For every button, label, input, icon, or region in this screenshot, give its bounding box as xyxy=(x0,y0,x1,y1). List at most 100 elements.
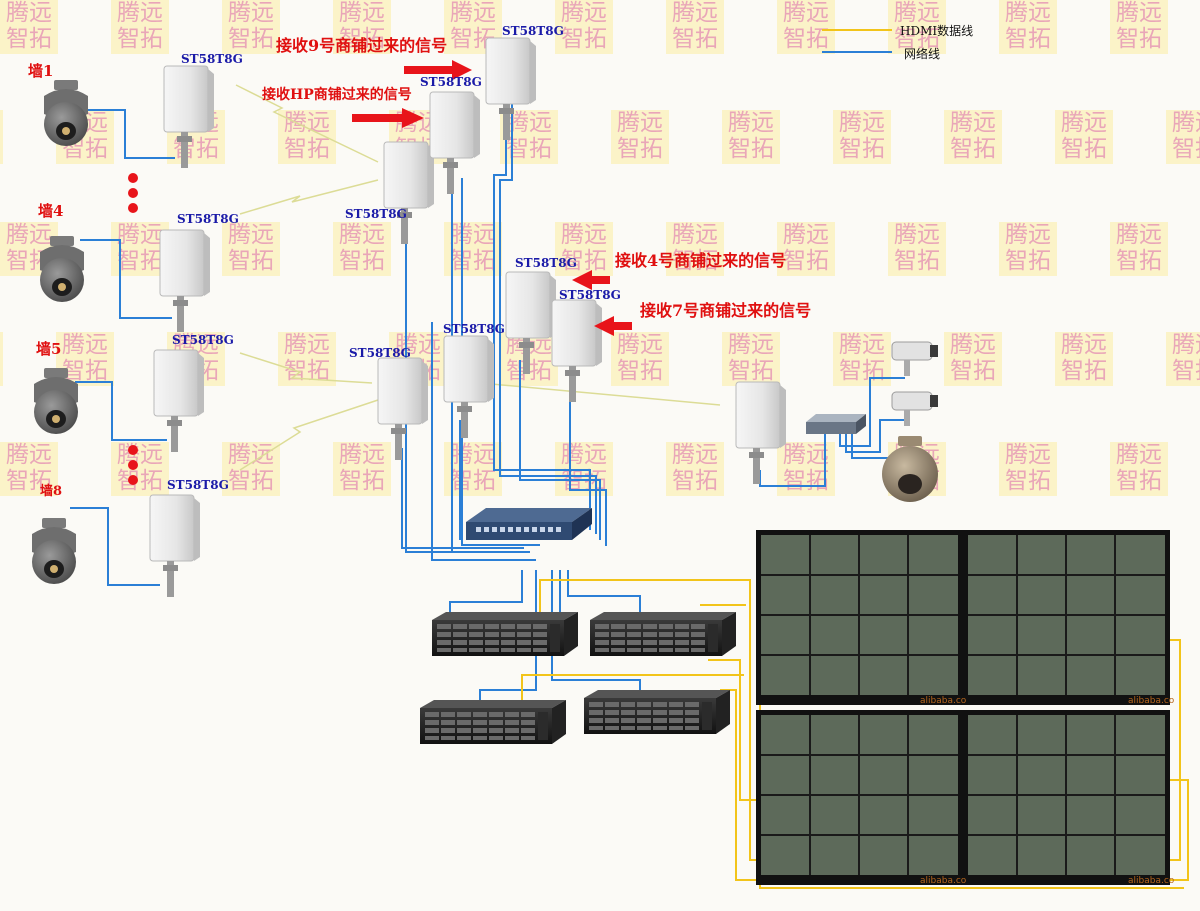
model-label-wall5: ST58T8G xyxy=(172,333,234,347)
legend-swatches xyxy=(822,29,892,53)
antenna-7 xyxy=(551,299,603,403)
dome-camera-wall5 xyxy=(34,368,78,434)
watermark-tile: 腾远 智拓 xyxy=(111,442,169,496)
watermark-tile: 腾远 智拓 xyxy=(222,0,280,54)
bullet-cameras xyxy=(891,341,938,426)
wireless-links xyxy=(235,84,721,471)
watermark-tile: 腾远 智拓 xyxy=(999,442,1057,496)
watermark-tile: 腾远 智拓 xyxy=(0,110,3,164)
monitor-2 xyxy=(963,530,1170,705)
watermark-tile: 腾远 智拓 xyxy=(333,222,391,276)
watermark-tile: 腾远 智拓 xyxy=(555,0,613,54)
small-switch xyxy=(806,414,866,434)
arrow-hp xyxy=(352,108,424,128)
wall-label-4: 墙4 xyxy=(38,202,64,220)
arrow-4 xyxy=(572,270,610,290)
watermark-tile: 腾远 智拓 xyxy=(1055,110,1113,164)
watermark-tile: 腾远 智拓 xyxy=(888,0,946,54)
watermark-tile: 腾远 智拓 xyxy=(1166,110,1200,164)
wall-label-1: 墙1 xyxy=(28,62,54,80)
antenna-remote xyxy=(735,381,787,485)
dome-camera-wall1 xyxy=(44,80,88,146)
watermark-tile: 腾远 智拓 xyxy=(888,222,946,276)
model-label-7: ST58T8G xyxy=(559,288,621,302)
arrow-7 xyxy=(594,316,632,336)
signal-label-9: 接收9号商铺过来的信号 xyxy=(276,36,448,55)
main-switch xyxy=(466,508,592,540)
model-label-9: ST58T8G xyxy=(502,24,564,38)
model-label-4: ST58T8G xyxy=(515,256,577,270)
watermark-tile: 腾远 智拓 xyxy=(278,332,336,386)
dome-cameras xyxy=(32,80,938,584)
signal-label-7: 接收7号商铺过来的信号 xyxy=(640,301,812,320)
watermark-tile: 腾远 智拓 xyxy=(0,0,58,54)
server-1 xyxy=(432,612,578,656)
antenna-relay-mid xyxy=(377,357,429,461)
antenna-wall5 xyxy=(153,349,205,453)
watermark-tile: 腾远 智拓 xyxy=(0,222,58,276)
watermark-tile: 腾远 智拓 xyxy=(777,0,835,54)
monitor-wall xyxy=(756,530,1170,885)
servers xyxy=(420,612,736,744)
model-label-wall1: ST58T8G xyxy=(181,52,243,66)
dome-camera-wall4 xyxy=(40,236,84,302)
watermark-tile: 腾远 智拓 xyxy=(0,442,58,496)
monitor-watermark-1: alibaba.co xyxy=(920,696,967,706)
watermark-tile: 腾远 智拓 xyxy=(333,0,391,54)
wall-label-8: 墙8 xyxy=(40,484,63,499)
legend-network-label: 网络线 xyxy=(904,47,941,61)
monitor-watermark-2: alibaba.co xyxy=(1128,696,1175,706)
bullet-camera-1 xyxy=(891,341,938,376)
dome-camera-wall8 xyxy=(32,518,76,584)
monitor-1 xyxy=(756,530,963,705)
model-label-relay-left: ST58T8G xyxy=(345,207,407,221)
watermark-tile: 腾远 智拓 xyxy=(444,442,502,496)
antenna-relay-left xyxy=(383,141,435,245)
model-label-wall8: ST58T8G xyxy=(167,478,229,492)
model-label-wall4: ST58T8G xyxy=(177,212,239,226)
server-3 xyxy=(420,700,566,744)
watermark-tile: 腾远 智拓 xyxy=(999,0,1057,54)
watermark-tile: 腾远 智拓 xyxy=(111,0,169,54)
watermark-tile: 腾远 智拓 xyxy=(0,332,3,386)
watermark-tile: 腾远 智拓 xyxy=(777,222,835,276)
signal-label-hp: 接收HP商铺过来的信号 xyxy=(262,87,412,103)
model-label-relay-mid: ST58T8G xyxy=(349,346,411,360)
watermark-tile: 腾远 智拓 xyxy=(222,222,280,276)
watermark-tile: 腾远 智拓 xyxy=(1110,0,1168,54)
bullet-camera-2 xyxy=(891,391,938,426)
antenna-wall8 xyxy=(149,494,201,598)
wall-label-5: 墙5 xyxy=(36,340,62,358)
monitor-4 xyxy=(963,710,1170,885)
ellipsis-dots xyxy=(128,173,138,485)
watermark-tile: 腾远 智拓 xyxy=(611,332,669,386)
watermark-tile: 腾远 智拓 xyxy=(1166,332,1200,386)
watermark-tile: 腾远 智拓 xyxy=(666,442,724,496)
antenna-wall1 xyxy=(163,65,215,169)
watermark-tile: 腾远 智拓 xyxy=(1110,442,1168,496)
watermark-tile: 腾远 智拓 xyxy=(666,222,724,276)
antenna-hp xyxy=(429,91,481,195)
watermark-tile: 腾远 智拓 xyxy=(944,332,1002,386)
watermark-tile: 腾远 智拓 xyxy=(722,110,780,164)
watermark-tile: 腾远 智拓 xyxy=(722,332,780,386)
arrow-9 xyxy=(404,60,472,80)
watermark-tile: 腾远 智拓 xyxy=(1055,332,1113,386)
antenna-4 xyxy=(505,271,557,375)
signal-arrows xyxy=(352,60,632,336)
signal-label-4: 接收4号商铺过来的信号 xyxy=(615,251,787,270)
watermark-tile: 腾远 智拓 xyxy=(666,0,724,54)
watermark-tile: 腾远 智拓 xyxy=(833,110,891,164)
watermark-tile: 腾远 智拓 xyxy=(444,222,502,276)
dome-camera-remote xyxy=(882,436,938,502)
model-label-center: ST58T8G xyxy=(443,322,505,336)
watermark-tile: 腾远 智拓 xyxy=(1110,222,1168,276)
monitor-3 xyxy=(756,710,963,885)
monitor-watermark-4: alibaba.co xyxy=(1128,876,1175,886)
watermark-tile: 腾远 智拓 xyxy=(333,442,391,496)
antenna-wall4 xyxy=(159,229,211,333)
server-4 xyxy=(584,690,730,734)
watermark-tile: 腾远 智拓 xyxy=(833,332,891,386)
legend-hdmi-label: HDMI数据线 xyxy=(900,24,974,38)
